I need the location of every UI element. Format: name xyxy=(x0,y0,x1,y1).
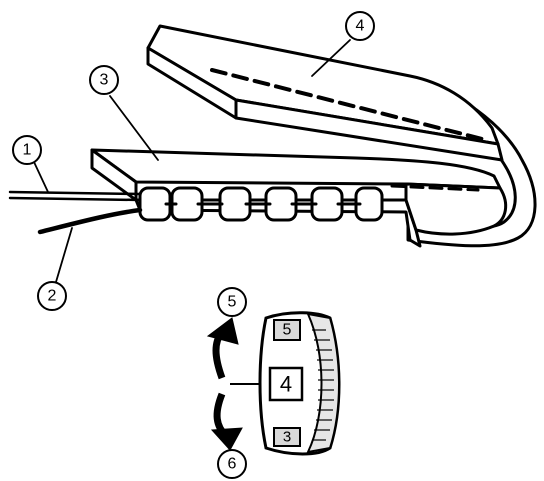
dial-window-upper xyxy=(273,319,301,341)
callout-4: 4 xyxy=(345,11,375,41)
dial-knurl-ticks xyxy=(312,329,334,441)
overlock-stitches xyxy=(138,186,384,222)
dial-selected-value: 4 xyxy=(280,372,292,397)
leader-1 xyxy=(33,161,49,193)
thread-lower xyxy=(37,207,143,235)
stitch-dial: 5 4 3 xyxy=(258,311,341,456)
fabric-bottom-layer xyxy=(90,148,502,190)
callout-1-label: 1 xyxy=(23,142,32,159)
fabric-top-layer-side xyxy=(234,98,504,162)
leader-3 xyxy=(109,95,159,161)
fabric-top-layer xyxy=(146,24,500,146)
callout-3-label: 3 xyxy=(100,72,109,89)
callout-2-label: 2 xyxy=(48,288,57,305)
thread-upper-2 xyxy=(8,196,142,202)
callout-5-label: 5 xyxy=(228,294,237,311)
fold-stitch-dashes xyxy=(390,184,480,192)
leader-2 xyxy=(55,227,73,283)
fabric-fold-illustration xyxy=(8,24,537,283)
arrow-up-head-icon xyxy=(206,317,239,345)
callout-5: 5 xyxy=(217,287,247,317)
leader-4 xyxy=(311,39,351,77)
fabric-bottom-layer-right-edge xyxy=(404,182,508,236)
top-layer-stitch-line xyxy=(210,68,488,142)
dial-lower-value: 3 xyxy=(283,429,291,446)
dial-window-lower xyxy=(273,427,301,447)
callout-1: 1 xyxy=(12,135,42,165)
arrow-down-head-icon xyxy=(210,427,243,451)
adjust-arrows xyxy=(206,317,264,451)
callout-3: 3 xyxy=(89,65,119,95)
dial-upper-value: 5 xyxy=(283,322,292,339)
callout-2: 2 xyxy=(37,281,67,311)
dial-window-selected xyxy=(268,366,304,402)
thread-upper xyxy=(8,190,142,196)
callout-6: 6 xyxy=(217,449,247,479)
callout-4-label: 4 xyxy=(356,18,365,35)
dial-knurl xyxy=(306,312,340,454)
callout-6-label: 6 xyxy=(228,456,237,473)
